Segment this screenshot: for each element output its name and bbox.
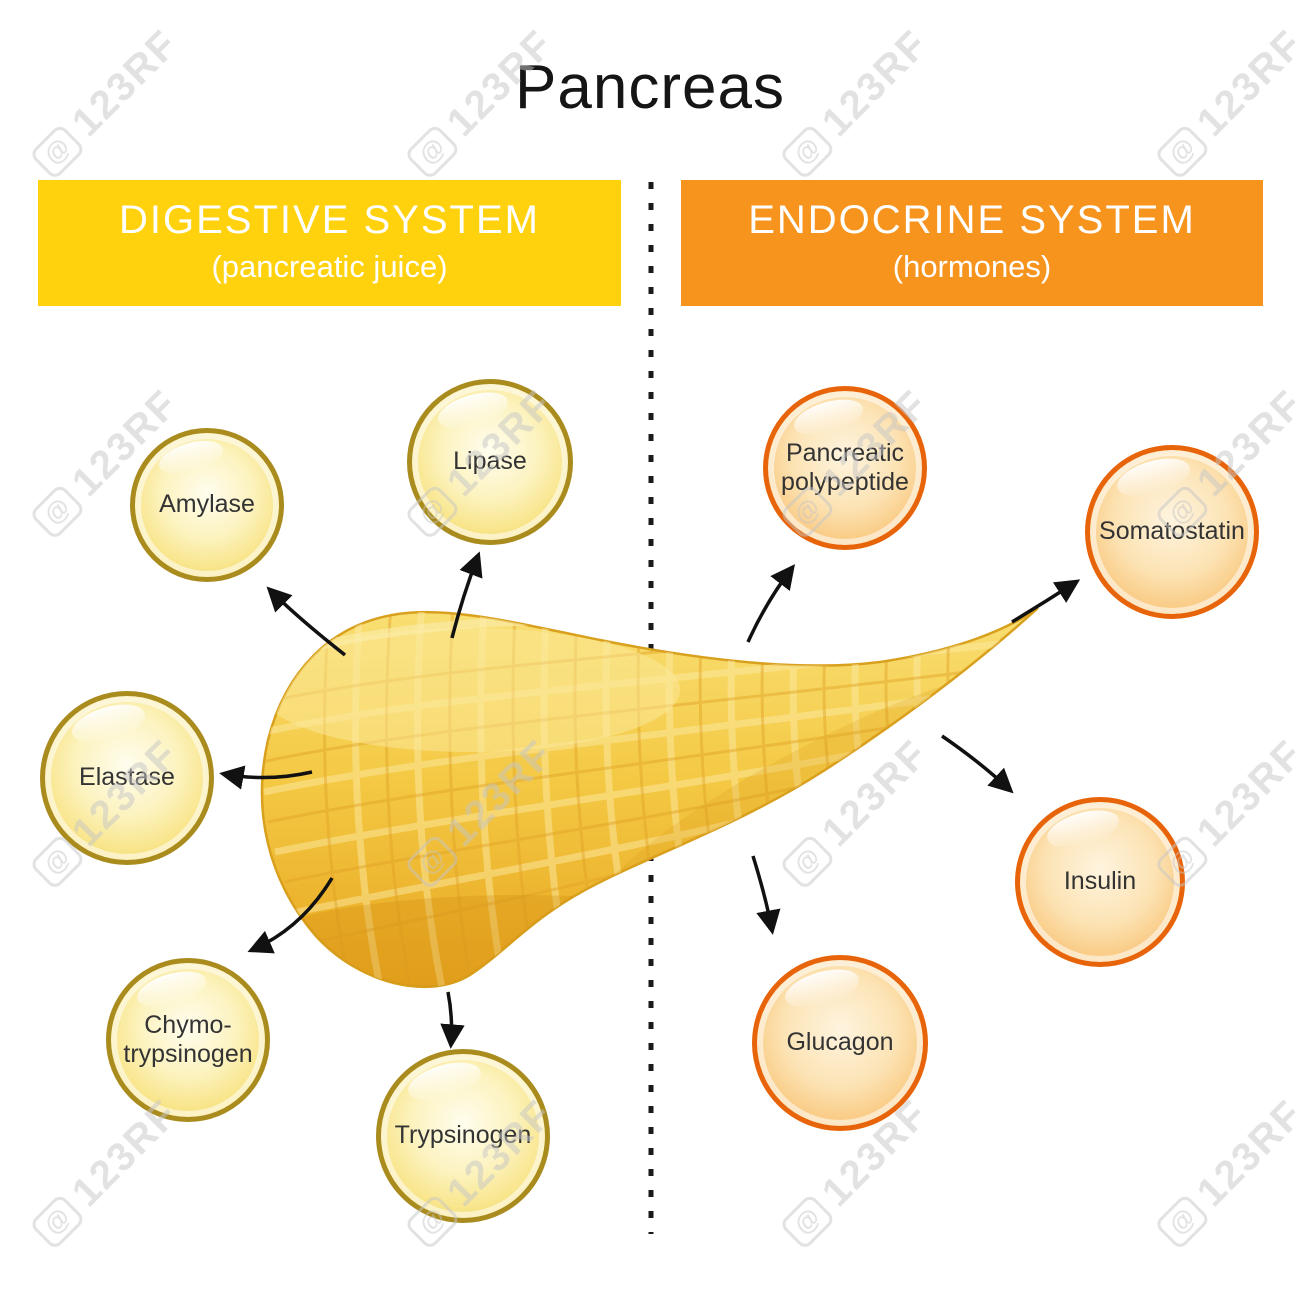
- gloss-highlight: [789, 392, 867, 442]
- arrow-to-elastase: [219, 765, 313, 790]
- arrow-to-amylase: [266, 586, 347, 657]
- bubble-label: Chymo-trypsinogen: [123, 1010, 253, 1069]
- digestive-header: DIGESTIVE SYSTEM (pancreatic juice): [38, 180, 621, 306]
- endocrine-subtitle: (hormones): [892, 249, 1052, 284]
- bubble-insulin: Insulin: [1015, 797, 1185, 967]
- bubble-label: Trypsinogen: [394, 1121, 532, 1150]
- endocrine-title: ENDOCRINE SYSTEM: [748, 198, 1196, 242]
- gloss-highlight: [1113, 451, 1195, 505]
- bubble-trypsinogen: Trypsinogen: [376, 1049, 550, 1223]
- gloss-highlight: [780, 961, 864, 1015]
- bubble-somatostatin: Somatostatin: [1085, 445, 1259, 619]
- endocrine-header: ENDOCRINE SYSTEM (hormones): [681, 180, 1263, 306]
- arrow-to-insulin: [941, 734, 1014, 794]
- bubble-label: Somatostatin: [1099, 517, 1245, 546]
- bubble-pancreatic-polypeptide: Pancreatic polypeptide: [763, 386, 927, 550]
- arrow-to-lipase: [450, 551, 483, 639]
- arrow-to-pancreatic-polypeptide: [746, 564, 795, 643]
- page-title: Pancreas: [515, 53, 785, 122]
- arrow-to-glucagon: [751, 855, 781, 935]
- arrow-to-somatostatin: [1011, 579, 1081, 624]
- digestive-subtitle: (pancreatic juice): [211, 249, 448, 284]
- gloss-highlight: [404, 1055, 486, 1109]
- arrow-to-chymotrypsinogen: [247, 877, 334, 954]
- bubble-elastase: Elastase: [40, 691, 214, 865]
- bubble-label: Amylase: [159, 490, 255, 519]
- gloss-highlight: [155, 434, 227, 481]
- gloss-highlight: [434, 385, 512, 436]
- gloss-highlight: [132, 964, 210, 1014]
- bubble-label: Glucagon: [786, 1028, 894, 1057]
- gloss-highlight: [1042, 803, 1123, 855]
- bubble-label: Elastase: [79, 763, 175, 792]
- bubble-chymotrypsinogen: Chymo-trypsinogen: [106, 958, 270, 1122]
- gloss-highlight: [68, 697, 150, 751]
- bubble-glucagon: Glucagon: [752, 955, 928, 1131]
- bubble-label: Pancreatic polypeptide: [781, 438, 909, 497]
- bubble-lipase: Lipase: [407, 379, 573, 545]
- bubble-label: Lipase: [453, 447, 527, 476]
- bubble-label: Insulin: [1063, 867, 1137, 896]
- bubble-amylase: Amylase: [130, 428, 284, 582]
- arrow-to-trypsinogen: [440, 991, 465, 1049]
- digestive-title: DIGESTIVE SYSTEM: [119, 198, 540, 242]
